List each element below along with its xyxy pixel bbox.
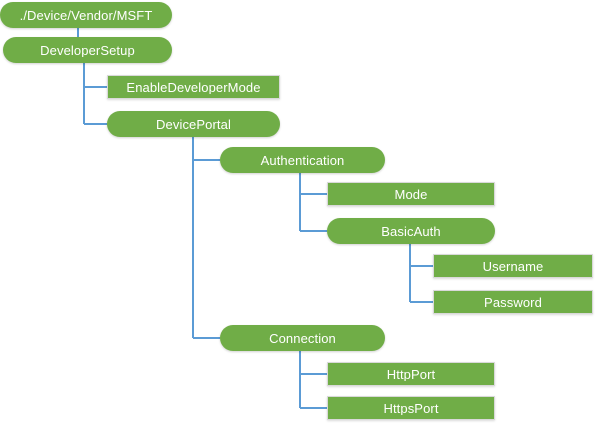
tree-node-label-mode: Mode — [394, 187, 428, 201]
tree-node-label-password: Password — [484, 295, 542, 309]
tree-node-label-root: ./Device/Vendor/MSFT — [19, 8, 153, 22]
tree-node-label-connection: Connection — [269, 331, 336, 345]
tree-node-label-httpsport: HttpsPort — [383, 401, 439, 415]
tree-node-httpport[interactable]: HttpPort — [327, 362, 495, 386]
tree-node-label-deviceportal: DevicePortal — [156, 117, 231, 131]
tree-node-httpsport[interactable]: HttpsPort — [327, 396, 495, 420]
tree-node-label-enabledevelopermode: EnableDeveloperMode — [126, 80, 261, 94]
tree-node-root[interactable]: ./Device/Vendor/MSFT — [0, 2, 172, 28]
tree-node-authentication[interactable]: Authentication — [220, 147, 385, 173]
tree-node-label-authentication: Authentication — [260, 153, 345, 167]
tree-node-label-httpport: HttpPort — [386, 367, 436, 381]
tree-node-label-username: Username — [482, 259, 544, 273]
tree-node-username[interactable]: Username — [433, 254, 593, 278]
tree-node-developersetup[interactable]: DeveloperSetup — [3, 37, 172, 63]
tree-node-enabledevelopermode[interactable]: EnableDeveloperMode — [107, 75, 280, 99]
tree-node-mode[interactable]: Mode — [327, 182, 495, 206]
tree-node-label-basicauth: BasicAuth — [381, 224, 441, 238]
tree-node-password[interactable]: Password — [433, 290, 593, 314]
tree-node-deviceportal[interactable]: DevicePortal — [107, 111, 280, 137]
tree-node-label-developersetup: DeveloperSetup — [40, 43, 135, 57]
tree-node-connection[interactable]: Connection — [220, 325, 385, 351]
tree-node-basicauth[interactable]: BasicAuth — [327, 218, 495, 244]
